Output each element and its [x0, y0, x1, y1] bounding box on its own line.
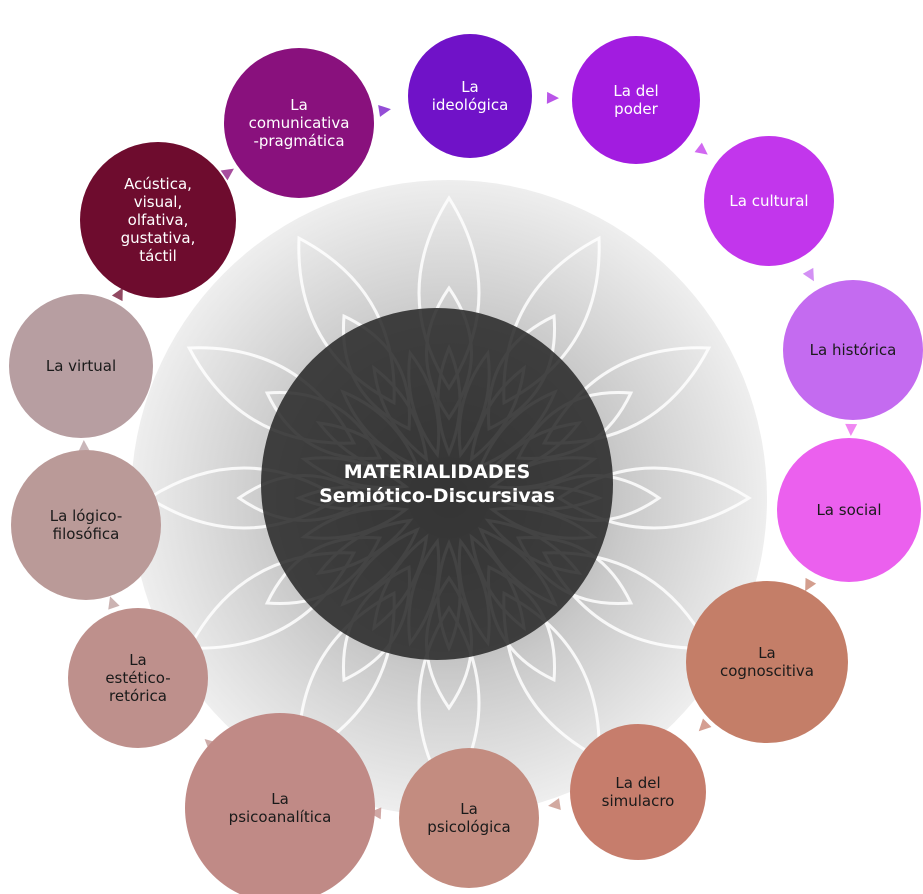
node-ideologica: La ideológica: [408, 34, 532, 158]
node-sensorial: Acústica, visual, olfativa, gustativa, t…: [80, 142, 236, 298]
node-psicoanalitica: La psicoanalítica: [185, 713, 375, 894]
node-psicologica: La psicológica: [399, 748, 539, 888]
node-del-simulacro: La del simulacro: [570, 724, 706, 860]
node-virtual: La virtual: [9, 294, 153, 438]
node-social: La social: [777, 438, 921, 582]
mandala-petal: [556, 466, 752, 530]
node-estetico-retorica: La estético- retórica: [68, 608, 208, 748]
connector-arrow: [844, 423, 858, 437]
node-historica: La histórica: [783, 280, 923, 420]
center-title: MATERIALIDADES: [343, 461, 531, 483]
center-circle: MATERIALIDADES Semiótico-Discursivas: [261, 308, 613, 660]
node-del-poder: La del poder: [572, 36, 700, 164]
connector-arrow: [546, 798, 561, 812]
node-logico-filosofica: La lógico- filosófica: [11, 450, 161, 600]
connector-arrow: [377, 102, 392, 117]
node-comunicativa-pragmatica: La comunicativa -pragmática: [224, 48, 374, 198]
node-cognoscitiva: La cognoscitiva: [686, 581, 848, 743]
node-cultural: La cultural: [704, 136, 834, 266]
center-subtitle: Semiótico-Discursivas: [319, 485, 555, 507]
connector-arrow: [546, 91, 560, 105]
